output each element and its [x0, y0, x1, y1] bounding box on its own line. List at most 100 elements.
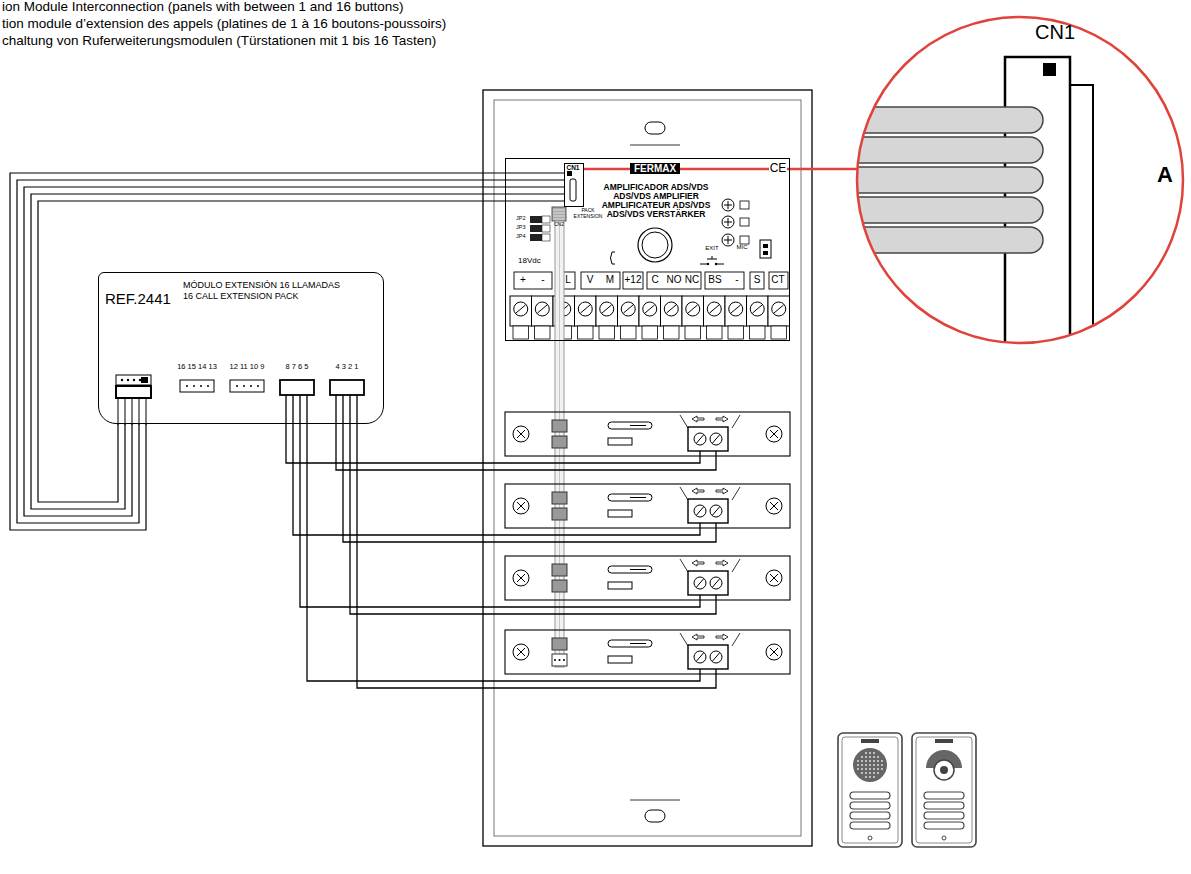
screw-terminal — [510, 296, 532, 326]
potentiometer — [728, 218, 729, 226]
node-text: AMPLIFICATEUR ADS/VDS — [576, 201, 736, 210]
screw-terminal — [661, 296, 683, 326]
terminal-clamp — [664, 326, 680, 339]
screw-terminal — [618, 296, 640, 326]
connector-key — [567, 171, 572, 176]
module-screw — [513, 426, 529, 442]
potentiometer — [722, 234, 734, 246]
connector-pin — [257, 385, 259, 387]
terminal-clamp — [535, 326, 551, 339]
panel-icon — [916, 737, 972, 843]
jumper — [530, 225, 542, 232]
heading-text: chaltung von Ruferweiterungsmodulen (Tür… — [2, 34, 436, 49]
bus-wire-stub — [132, 398, 133, 425]
terminal-screw — [694, 505, 706, 517]
grille-hole — [857, 764, 859, 766]
terminal-screw — [697, 435, 704, 443]
connector-box: CN1 — [564, 163, 584, 207]
button-slot — [608, 582, 632, 589]
bus-wire-stub — [146, 398, 147, 425]
arrow-symbol — [692, 416, 728, 422]
panel-logo — [935, 739, 953, 743]
terminal-label: NO — [667, 274, 682, 285]
panel-slot — [645, 122, 665, 134]
grille-hole — [873, 752, 875, 754]
module-screw — [766, 426, 782, 442]
ribbon-connector — [552, 492, 567, 504]
part-label: 8 7 6 5 — [286, 363, 309, 371]
panel-icon — [912, 733, 976, 847]
connector-key — [1043, 63, 1056, 76]
pot-icon — [740, 218, 749, 226]
terminal-label: BS — [708, 274, 721, 285]
zoom-illustration — [855, 15, 1185, 345]
grille-hole — [877, 764, 879, 766]
connector-key — [141, 377, 148, 383]
grille-hole — [865, 764, 867, 766]
connector-body — [180, 380, 214, 392]
screw-slot — [753, 305, 763, 313]
screw-head — [514, 302, 528, 316]
screw-terminal — [575, 296, 597, 326]
screw-head — [643, 302, 657, 316]
bus-wire-stub — [139, 398, 140, 425]
grille-hole — [873, 764, 875, 766]
terminal-screw — [713, 507, 720, 515]
connector-cn2-rib — [553, 216, 565, 217]
connector-pin — [207, 385, 209, 387]
bus-wire — [31, 194, 564, 509]
screw-slot — [624, 305, 634, 313]
exit-button — [715, 263, 717, 265]
jumper — [542, 216, 550, 223]
screw-slot — [774, 305, 784, 313]
heading-text: ion Module Interconnection (panels with … — [2, 0, 404, 15]
part-label: JP2 — [516, 215, 525, 221]
bus-wire — [17, 180, 564, 523]
grille-hole — [865, 772, 867, 774]
part-label: CE — [769, 162, 788, 175]
camera-lens — [934, 760, 954, 780]
terminal-screw — [694, 433, 706, 445]
button-slot — [608, 494, 652, 501]
connector-pin — [139, 379, 141, 381]
panel-button — [924, 812, 964, 819]
node-text: ADS/VDS AMPLIFIER — [576, 192, 736, 201]
terminal-label-box — [581, 272, 620, 289]
terminal-block — [688, 427, 728, 451]
terminal-label-box — [769, 272, 788, 289]
module-box: REF.2441MÓDULO EXTENSIÓN 16 LLAMADAS16 C… — [98, 272, 384, 424]
module-screw — [517, 430, 525, 438]
part-label: MIC — [737, 244, 748, 251]
grille-hole — [869, 760, 871, 762]
grille-hole — [877, 760, 879, 762]
part-label: JP4 — [516, 233, 525, 239]
connector-pin — [121, 379, 123, 381]
terminal-guide — [680, 415, 740, 428]
connector-pin — [554, 659, 556, 661]
speaker — [638, 228, 672, 262]
screw-slot — [516, 305, 526, 313]
panel-button — [924, 802, 964, 809]
screw-slot — [667, 305, 677, 313]
terminal-label: +12 — [625, 274, 642, 285]
terminal-label: V — [587, 274, 594, 285]
screw-head — [600, 302, 614, 316]
module-screw — [513, 570, 529, 586]
bus-wire — [10, 173, 564, 530]
screw-terminal — [704, 296, 726, 326]
terminal-guide — [680, 487, 740, 500]
arrow-symbol — [692, 488, 728, 494]
panel-button — [850, 802, 890, 809]
module-screw — [517, 502, 525, 510]
call-wire — [336, 395, 716, 470]
connector-pin — [133, 379, 135, 381]
grille-hole — [857, 768, 859, 770]
screw-head — [535, 302, 549, 316]
connector-pin — [186, 385, 188, 387]
button-slot — [630, 497, 646, 498]
terminal-label-box — [514, 272, 552, 289]
terminal-label-box — [623, 272, 643, 289]
node-text: 16 CALL EXTENSION PACK — [183, 292, 299, 302]
potentiometer — [722, 199, 734, 211]
